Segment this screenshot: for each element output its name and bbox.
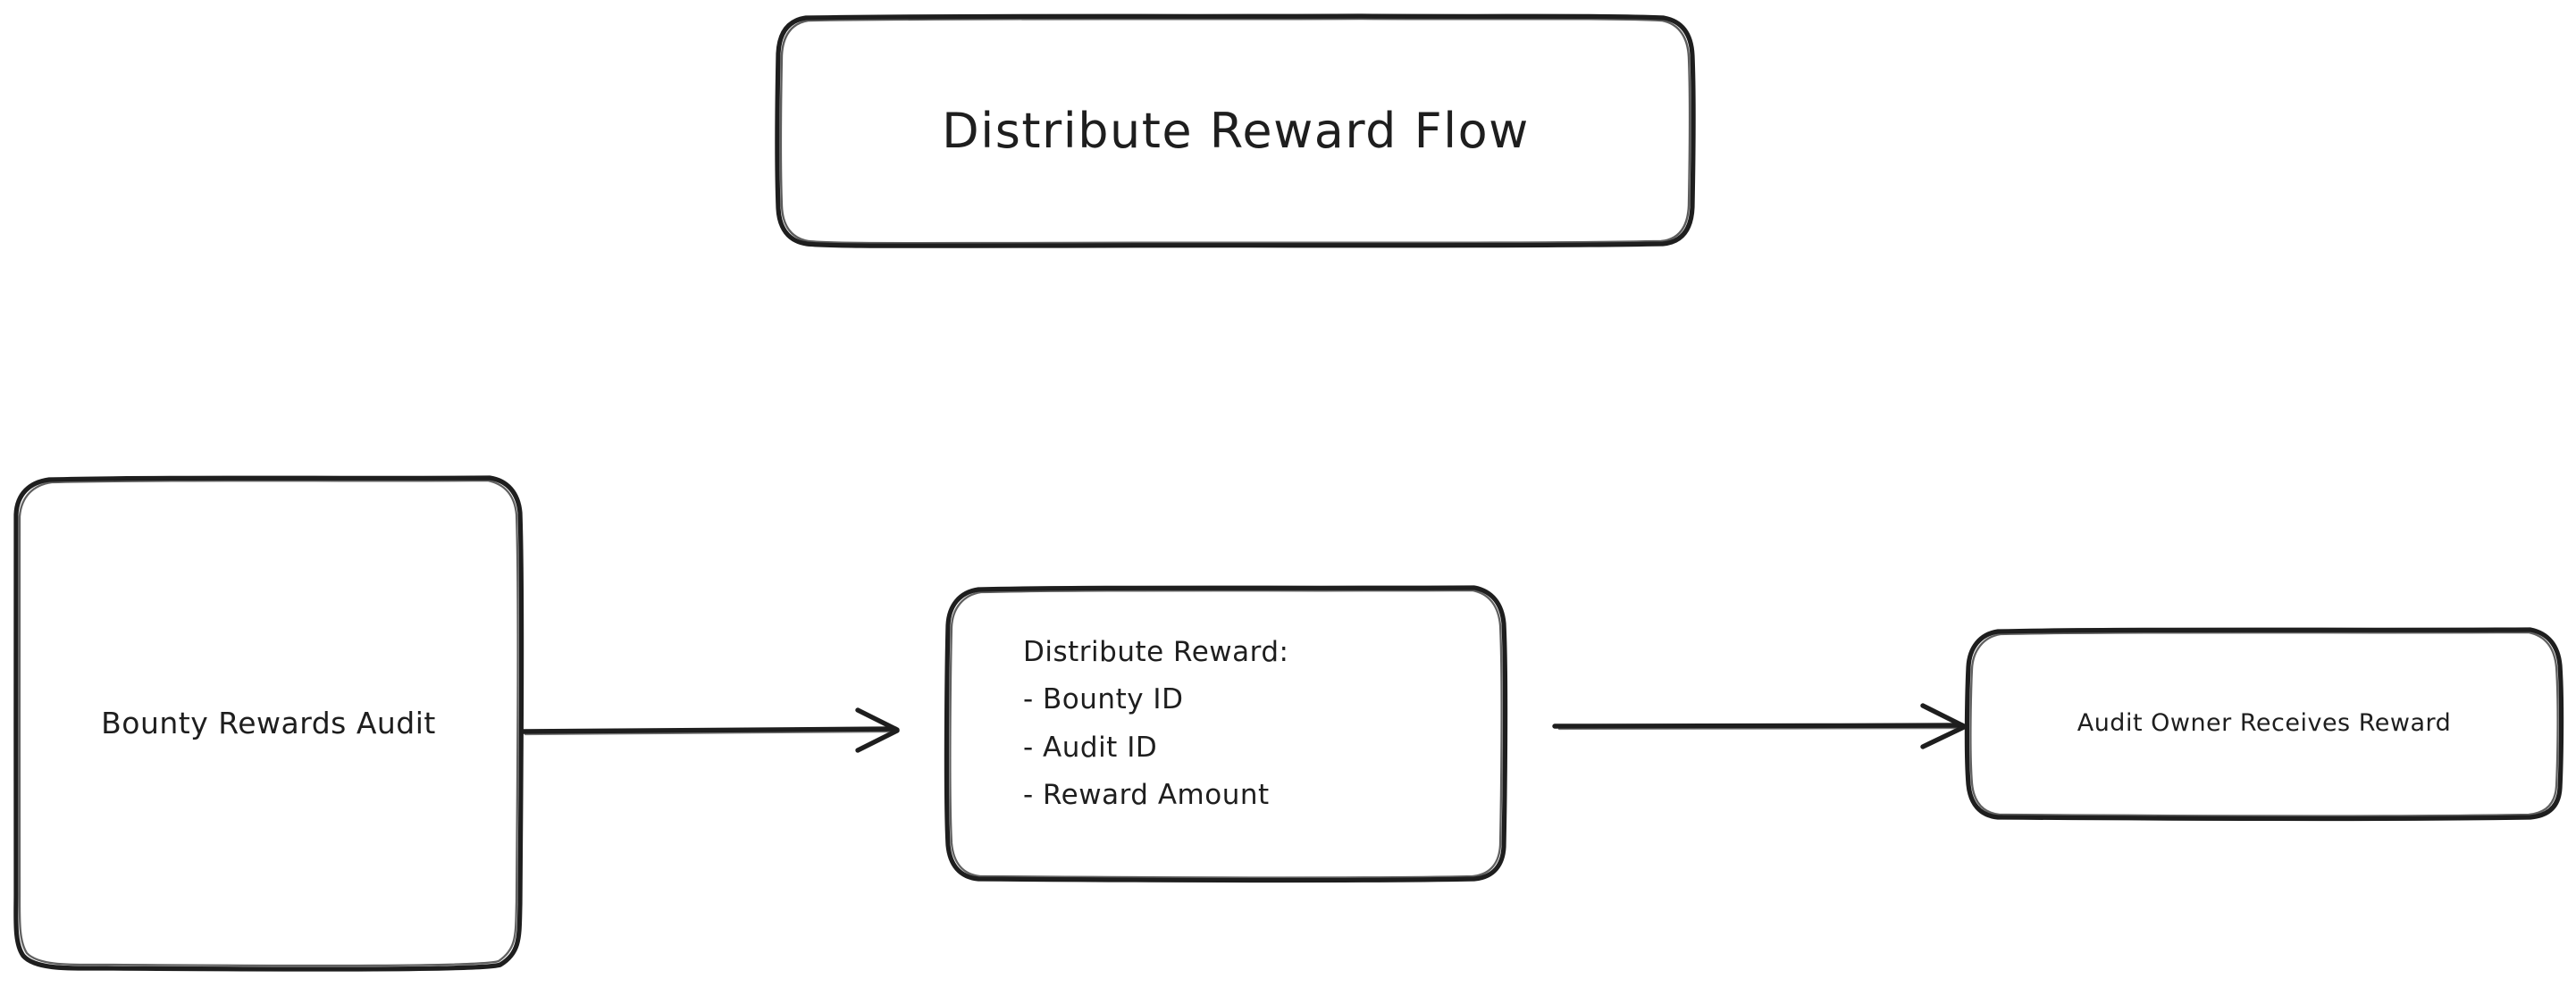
distribute-reward-node[interactable]: Distribute Reward: - Bounty ID - Audit I… (948, 588, 1504, 880)
title-label: Distribute Reward Flow (942, 102, 1530, 159)
distribute-reward-item-bounty-id: - Bounty ID (1023, 683, 1184, 716)
bounty-rewards-audit-label: Bounty Rewards Audit (101, 706, 436, 741)
distribute-reward-heading: Distribute Reward: (1023, 636, 1289, 668)
title-node[interactable]: Distribute Reward Flow (778, 16, 1693, 246)
edge-1-hit-area[interactable] (522, 711, 897, 752)
audit-owner-receives-reward-node[interactable]: Audit Owner Receives Reward (1968, 630, 2560, 817)
audit-owner-receives-reward-label: Audit Owner Receives Reward (2077, 709, 2452, 738)
edge-2-hit-area[interactable] (1555, 706, 1964, 747)
bounty-rewards-audit-node[interactable]: Bounty Rewards Audit (16, 478, 521, 969)
distribute-reward-item-audit-id: - Audit ID (1023, 731, 1158, 764)
distribute-reward-item-reward-amount: - Reward Amount (1023, 778, 1270, 811)
distribute-reward-text-block: Distribute Reward: - Bounty ID - Audit I… (1023, 629, 1479, 819)
